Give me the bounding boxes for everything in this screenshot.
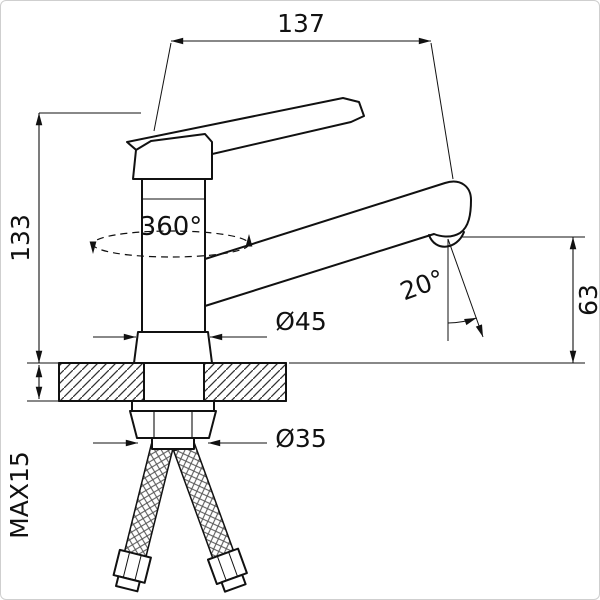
spout-aerator bbox=[428, 231, 465, 248]
faucet-base-flange bbox=[133, 331, 213, 364]
countertop-hatch-left bbox=[59, 363, 144, 401]
mounting-nut bbox=[129, 410, 217, 439]
supply-hose-right bbox=[172, 442, 248, 593]
countertop-hatch-right bbox=[204, 363, 286, 401]
spout-angle-20 bbox=[447, 238, 484, 341]
dimension-label-height-left: 133 bbox=[6, 214, 35, 262]
mounting-hardware bbox=[129, 400, 217, 450]
dimension-height-133 bbox=[27, 112, 141, 364]
hose-fitting-left-tip bbox=[115, 575, 141, 593]
faucet-handle-cap bbox=[132, 133, 213, 180]
dimension-label-spout-height: 63 bbox=[574, 284, 600, 316]
shank-collar bbox=[151, 437, 195, 450]
label-spout-angle: 20° bbox=[396, 264, 448, 306]
dimension-label-thread-diameter: Ø35 bbox=[275, 424, 327, 453]
dimension-label-max-thickness: MAX15 bbox=[5, 451, 34, 539]
angle-spray-line bbox=[447, 238, 484, 338]
extension-line bbox=[430, 42, 454, 180]
dimension-height-63 bbox=[289, 236, 585, 364]
extension-line bbox=[153, 42, 172, 132]
braided-hose-right bbox=[172, 442, 235, 559]
swivel-360-indicator bbox=[89, 230, 253, 258]
countertop-section bbox=[58, 362, 287, 402]
dimension-label-top-width: 137 bbox=[277, 9, 325, 38]
swivel-arrow-left bbox=[89, 241, 97, 254]
supply-hose-left bbox=[112, 443, 174, 593]
dimension-max-thickness-15 bbox=[27, 365, 59, 402]
mounting-washer bbox=[131, 400, 215, 412]
hose-fitting-right-tip bbox=[220, 573, 247, 593]
swivel-arrow-right bbox=[245, 234, 253, 247]
label-swivel-angle: 360° bbox=[140, 212, 203, 242]
dimension-width-137 bbox=[153, 37, 454, 180]
faucet-spout bbox=[204, 180, 472, 307]
angle-arc bbox=[447, 317, 477, 326]
braided-hose-left bbox=[123, 443, 174, 560]
dimension-label-base-diameter: Ø45 bbox=[275, 307, 327, 336]
